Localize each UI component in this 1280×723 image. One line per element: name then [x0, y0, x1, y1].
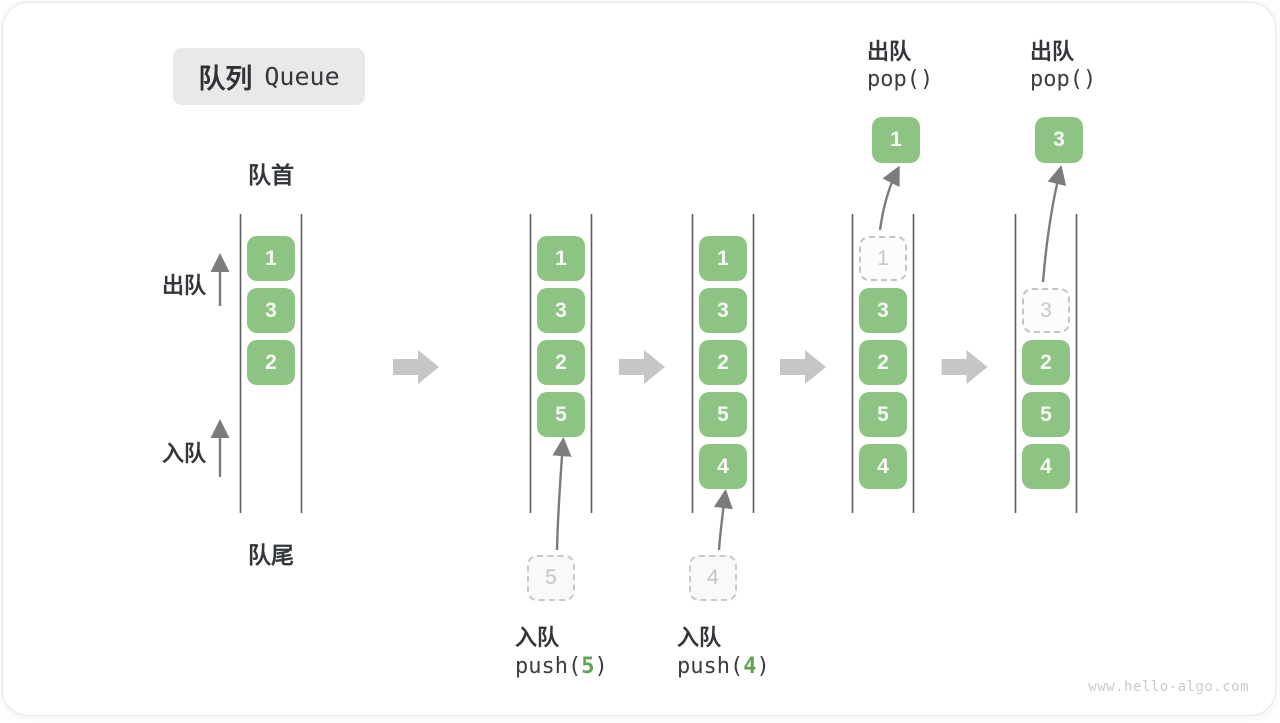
- pop-op-code: pop(): [1030, 67, 1097, 92]
- queue-cell: 2: [537, 340, 585, 385]
- queue-cell: 2: [1022, 340, 1070, 385]
- push-code-text: ): [594, 654, 608, 679]
- title-en: Queue: [264, 62, 340, 91]
- queue-cell: 4: [699, 444, 747, 489]
- popped-element-box: 1: [872, 117, 920, 163]
- queue-cell-ghost: 3: [1022, 288, 1070, 333]
- queue-front-label: 队首: [248, 162, 294, 188]
- queue-rear-label: 队尾: [248, 542, 294, 568]
- push-code-text: push(: [515, 654, 582, 679]
- pop-op-label: 出队: [867, 39, 912, 64]
- queue-cell: 3: [247, 288, 295, 333]
- pop-op-code: pop(): [867, 67, 934, 92]
- diagram-lines-overlay: [210, 165, 1078, 551]
- queue-cell: 2: [247, 340, 295, 385]
- push-code-text: push(: [677, 654, 744, 679]
- queue-cell-ghost: 1: [859, 236, 907, 281]
- queue-cell: 5: [537, 392, 585, 437]
- push-op-label: 入队: [515, 625, 560, 650]
- popped-element-box: 3: [1035, 117, 1083, 163]
- watermark: www.hello-algo.com: [1088, 679, 1249, 695]
- push-arrow-icon: [552, 437, 572, 551]
- state-transition-arrow-icon: [941, 350, 988, 384]
- queue-cell: 2: [699, 340, 747, 385]
- push-op-code: push(4): [677, 654, 770, 679]
- push-code-arg: 4: [743, 654, 757, 679]
- state-transition-arrow-icon: [393, 350, 439, 384]
- push-arrow-icon: [713, 489, 733, 551]
- pop-arrow-icon: [878, 165, 900, 231]
- title-badge: 队列 Queue: [173, 48, 365, 105]
- dequeue-side-label: 出队: [162, 273, 207, 298]
- incoming-element-box: 5: [527, 555, 575, 601]
- queue-cell: 3: [699, 288, 747, 333]
- queue-cell: 1: [699, 236, 747, 281]
- state-transition-arrow-icon: [780, 350, 826, 384]
- queue-cell: 5: [859, 392, 907, 437]
- pop-op-label: 出队: [1030, 39, 1075, 64]
- queue-cell: 4: [1022, 444, 1070, 489]
- queue-cell: 1: [537, 236, 585, 281]
- push-op-code: push(5): [515, 654, 608, 679]
- queue-cell: 5: [1022, 392, 1070, 437]
- state-transition-arrow-icon: [619, 350, 665, 384]
- queue-cell: 3: [537, 288, 585, 333]
- queue-cell: 3: [859, 288, 907, 333]
- queue-cell: 5: [699, 392, 747, 437]
- title-zh: 队列: [198, 64, 253, 94]
- pop-arrow-icon: [1041, 165, 1067, 283]
- push-code-arg: 5: [581, 654, 595, 679]
- queue-cell: 2: [859, 340, 907, 385]
- queue-cell: 4: [859, 444, 907, 489]
- push-op-label: 入队: [677, 625, 722, 650]
- push-code-text: ): [756, 654, 770, 679]
- queue-cell: 1: [247, 236, 295, 281]
- incoming-element-box: 4: [689, 555, 737, 601]
- enqueue-side-label: 入队: [162, 441, 207, 466]
